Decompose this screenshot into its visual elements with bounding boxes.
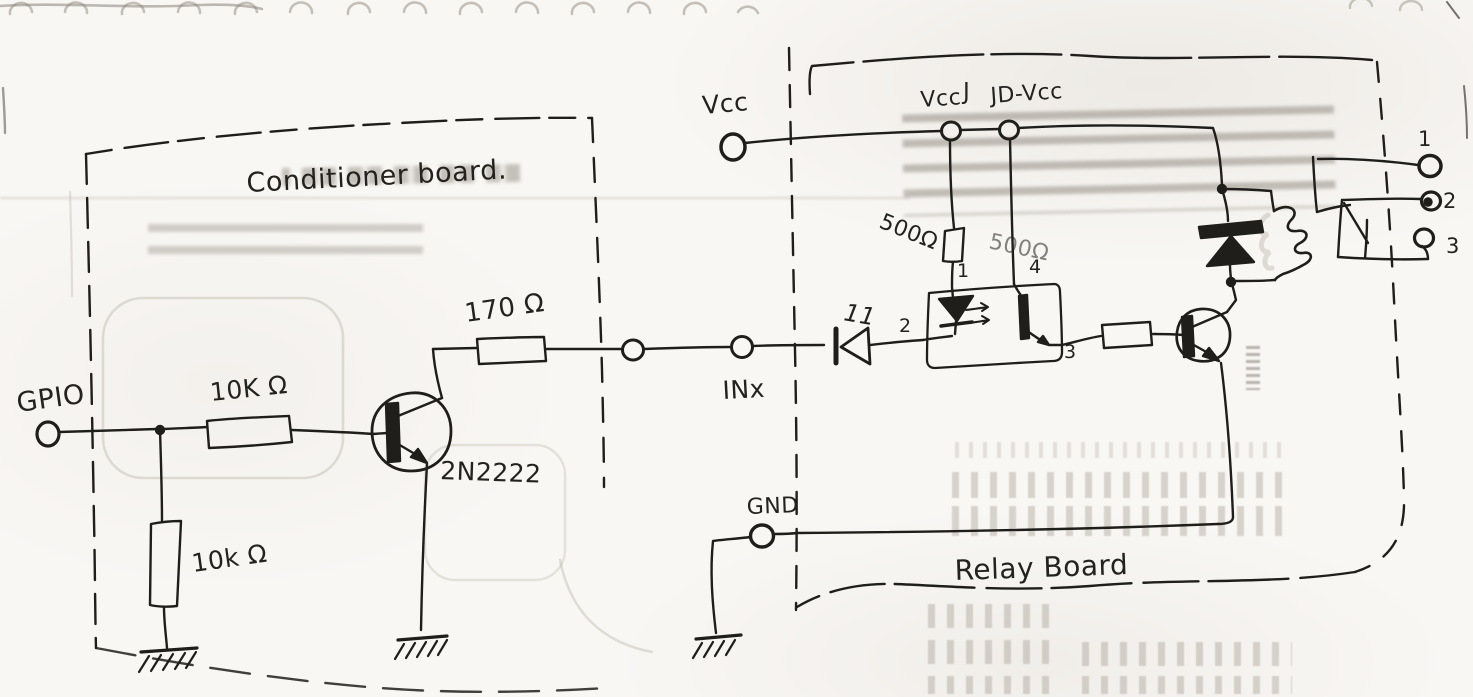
- wire: [921, 334, 954, 342]
- vcc-terminal: [719, 129, 944, 162]
- wire: [958, 127, 1002, 132]
- cathode-bar: [1197, 219, 1265, 240]
- emitter-arrow: [1036, 334, 1051, 347]
- scan-edge-marks: [1, 1, 1468, 139]
- wire: [431, 346, 478, 351]
- vcc-in-label: Vcc: [701, 87, 749, 120]
- jumper-jdvcc-label: JD-Vcc: [988, 79, 1064, 109]
- terminal-3-label: 3: [1446, 234, 1460, 258]
- wire: [1016, 124, 1224, 187]
- r-pulldown-label: 10k Ω: [190, 539, 269, 578]
- light-arrows-icon: [965, 302, 990, 325]
- board-connector-2: [730, 335, 754, 359]
- terminal-1: [1417, 153, 1443, 179]
- flyback-diode: [1197, 187, 1265, 282]
- led-symbol: [937, 285, 975, 336]
- gnd-label: GND: [746, 493, 799, 520]
- wire-to-terminal-1: [1316, 157, 1420, 167]
- bleed-through-shapes: [0, 0, 1424, 654]
- wire: [710, 535, 753, 635]
- resistor-base-driver: [1060, 320, 1185, 350]
- r-led-ghost-label: 500Ω: [987, 229, 1052, 266]
- wire: [57, 427, 159, 434]
- resistor-r-base: [162, 414, 375, 450]
- jumper-pin-vcc: [940, 120, 962, 142]
- emitter-arrow: [409, 447, 429, 465]
- resistor-r-series: [431, 335, 623, 366]
- gnd-rail: [773, 522, 1220, 536]
- resistor-r-pulldown: [148, 428, 183, 650]
- optocoupler: [921, 282, 1064, 370]
- wire: [162, 425, 209, 431]
- wire: [642, 345, 732, 351]
- relay-board-label: Relay Board: [954, 548, 1129, 587]
- diode-mark-label: 11: [842, 298, 878, 331]
- collector: [396, 396, 444, 418]
- collector: [1190, 310, 1229, 329]
- board-connector-1: [621, 338, 645, 362]
- relay-contact: [1311, 155, 1430, 261]
- labels: Conditioner board. Relay Board GPIO Vcc …: [15, 79, 1460, 587]
- input-diode: [833, 326, 925, 366]
- wire: [162, 605, 169, 650]
- q1-label: 2N2222: [440, 456, 542, 489]
- wire: [1060, 334, 1103, 347]
- emitter-wire: [1216, 361, 1235, 526]
- emitter-arrow: [1201, 346, 1221, 363]
- resistor-r-led: [941, 138, 966, 288]
- npn-transistor-2n2222: [370, 347, 453, 632]
- r-series-label: 170 Ω: [463, 288, 547, 329]
- opto-pin4-wire: [1008, 137, 1016, 286]
- r-base-label: 10K Ω: [209, 370, 289, 407]
- base-bar: [1180, 314, 1196, 359]
- gpio-terminal: [35, 420, 166, 448]
- conditioner-board-label: Conditioner board.: [246, 154, 508, 199]
- jumper-j-label: J: [961, 79, 970, 105]
- wire: [1151, 332, 1185, 337]
- gpio-label: GPIO: [15, 379, 87, 419]
- relay-coil: [1220, 187, 1313, 283]
- terminal-2-label: 2: [1443, 189, 1457, 213]
- ground-symbol: [137, 646, 199, 674]
- gnd-terminal: [710, 523, 776, 635]
- terminal-2-ink-blob: [1423, 197, 1433, 207]
- wire: [868, 338, 925, 347]
- terminal-1-label: 1: [1418, 127, 1432, 151]
- inx-label: INx: [722, 374, 766, 405]
- ground-symbol: [393, 634, 449, 661]
- collector-wire: [1225, 282, 1238, 314]
- ground-symbol: [691, 633, 743, 660]
- opto-pin1-label: 1: [957, 260, 970, 282]
- armature: [1342, 201, 1370, 245]
- opto-pin4-label: 4: [1029, 256, 1042, 278]
- wire: [743, 129, 944, 145]
- emitter-wire: [419, 462, 429, 632]
- npn-transistor-driver: [1175, 307, 1235, 526]
- base-bar: [384, 401, 402, 464]
- relay-board-outline: [787, 46, 1406, 612]
- wire: [950, 260, 955, 288]
- terminal-2: [1419, 190, 1443, 212]
- wire: [290, 428, 375, 436]
- r-led-label: 500Ω: [876, 209, 942, 255]
- opto-pin3-label: 3: [1064, 341, 1077, 363]
- jumper-pin-jdvcc: [998, 119, 1020, 141]
- wire: [371, 431, 389, 436]
- wire: [158, 428, 164, 524]
- wire: [948, 138, 956, 230]
- phototransistor: [1012, 282, 1064, 347]
- collector-wire: [431, 347, 444, 400]
- wire: [751, 343, 826, 348]
- jumper-vcc-label: Vcc: [920, 85, 962, 113]
- terminal-3: [1412, 227, 1436, 249]
- opto-pin2-label: 2: [899, 315, 912, 337]
